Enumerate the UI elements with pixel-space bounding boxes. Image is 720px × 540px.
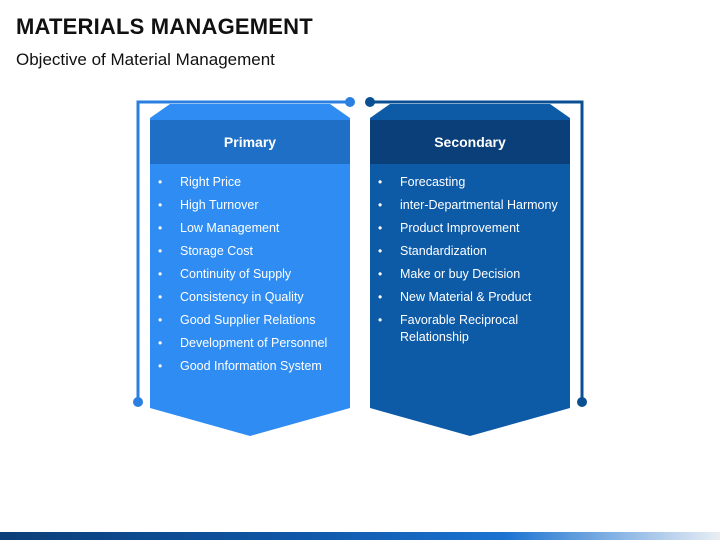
list-item: •Continuity of Supply: [158, 267, 292, 281]
list-item: •Development of Personnel: [158, 336, 328, 350]
list-item: •Good Information System: [158, 359, 322, 373]
secondary-panel: Secondary •Forecasting •inter-Department…: [370, 102, 570, 436]
secondary-panel-shape: [370, 104, 570, 436]
list-item: •New Material & Product: [378, 290, 532, 304]
left-connector: [136, 100, 350, 402]
bullet-icon: •: [378, 198, 383, 212]
list-item: •Right Price: [158, 175, 242, 189]
right-connector-bottom-dot: [577, 397, 587, 407]
bullet-icon: •: [158, 359, 163, 373]
list-item: •inter-Departmental Harmony: [378, 198, 558, 212]
bullet-icon: •: [378, 267, 383, 281]
bullet-icon: •: [158, 198, 163, 212]
footer-accent-bar: [0, 532, 720, 540]
primary-panel: Primary •Right Price •High Turnover •Low…: [150, 102, 350, 436]
page-title: MATERIALS MANAGEMENT: [16, 14, 313, 39]
list-item: •Consistency in Quality: [158, 290, 304, 304]
list-item: •Product Improvement: [378, 221, 520, 235]
right-connector: [370, 100, 584, 402]
list-item: •Make or buy Decision: [378, 267, 521, 281]
bullet-icon: •: [378, 290, 383, 304]
left-connector-top-dot: [345, 97, 355, 107]
bullet-icon: •: [158, 290, 163, 304]
secondary-heading: Secondary: [434, 134, 506, 150]
list-item: •Storage Cost: [158, 244, 253, 258]
page-subtitle: Objective of Material Management: [16, 50, 275, 69]
bullet-icon: •: [158, 175, 163, 189]
list-item: •Standardization: [378, 244, 487, 258]
list-item: •Good Supplier Relations: [158, 313, 316, 327]
list-item: •High Turnover: [158, 198, 259, 212]
bullet-icon: •: [158, 244, 163, 258]
primary-heading: Primary: [223, 134, 277, 150]
right-connector-top-dot: [365, 97, 375, 107]
bullet-icon: •: [158, 221, 163, 235]
bullet-icon: •: [158, 267, 163, 281]
left-connector-bottom-dot: [133, 397, 143, 407]
list-item: •Forecasting: [378, 175, 466, 189]
bullet-icon: •: [378, 313, 383, 327]
bullet-icon: •: [158, 336, 163, 350]
secondary-list: •Forecasting •inter-Departmental Harmony…: [376, 174, 564, 352]
bullet-icon: •: [158, 313, 163, 327]
bullet-icon: •: [378, 175, 383, 189]
primary-panel-shape: [150, 104, 350, 436]
bullet-icon: •: [378, 244, 383, 258]
list-item: •Low Management: [158, 221, 280, 235]
primary-list: •Right Price •High Turnover •Low Managem…: [156, 174, 344, 381]
list-item: •Favorable Reciprocal Relationship: [378, 313, 519, 344]
bullet-icon: •: [378, 221, 383, 235]
